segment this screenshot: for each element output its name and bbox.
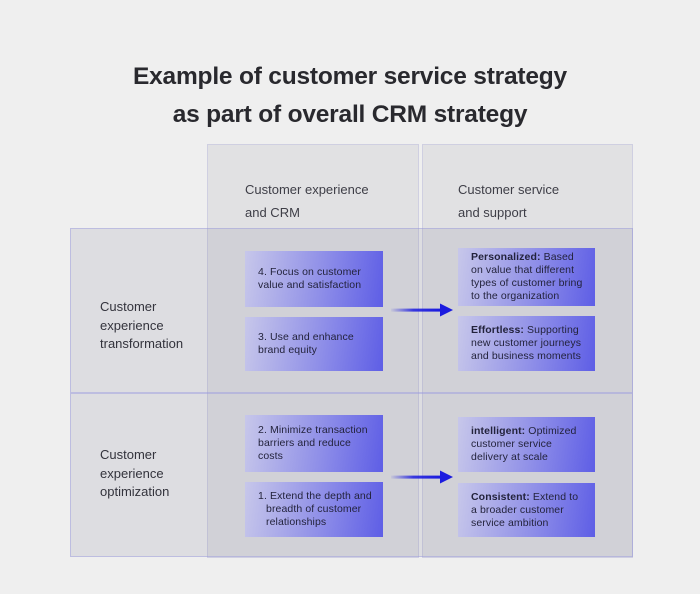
crm-box-3-text: 3. Use and enhance brand equity	[258, 331, 354, 356]
service-box-consistent-text: Consistent: Extend to a broader customer…	[471, 491, 585, 530]
column-header-service-support: Customer service and support	[458, 182, 560, 220]
crm-box-3: 3. Use and enhance brand equity	[245, 317, 383, 371]
service-box-intelligent: intelligent: Optimized customer service …	[458, 417, 595, 472]
crm-box-2-text: 2. Minimize transaction barriers and red…	[258, 424, 368, 462]
service-box-effortless-rest: Supporting new customer journeys and bus…	[471, 324, 582, 362]
row-label-transformation: Customer experience transformation	[100, 299, 184, 351]
service-box-consistent-prefix: Consistent:	[471, 490, 530, 503]
service-box-effortless-prefix: Effortless:	[471, 324, 525, 336]
service-box-consistent: Consistent: Extend to a broader customer…	[458, 483, 595, 537]
column-header-experience-crm: Customer experience and CRM	[245, 182, 369, 220]
service-box-personalized-rest: Based on value that different types of c…	[471, 251, 583, 302]
crm-box-1-text: 1. Extend the depth and breadth of custo…	[258, 490, 372, 528]
service-box-intelligent-text: intelligent: Optimized customer service …	[471, 425, 585, 464]
service-box-personalized-text: Personalized: Based on value that differ…	[471, 251, 585, 303]
crm-box-2: 2. Minimize transaction barriers and red…	[245, 415, 383, 472]
service-box-intelligent-rest: Optimized customer service delivery at s…	[471, 425, 577, 463]
crm-box-4: 4. Focus on customer value and satisfact…	[245, 251, 383, 307]
arrow-right-icon	[391, 303, 453, 317]
service-box-intelligent-prefix: intelligent:	[471, 425, 526, 437]
arrow-right-icon	[391, 470, 453, 484]
service-box-effortless: Effortless: Supporting new customer jour…	[458, 316, 595, 371]
service-box-effortless-text: Effortless: Supporting new customer jour…	[471, 324, 585, 363]
crm-box-1: 1. Extend the depth and breadth of custo…	[245, 482, 383, 537]
service-box-personalized: Personalized: Based on value that differ…	[458, 248, 595, 306]
service-box-personalized-prefix: Personalized:	[471, 251, 541, 263]
page-title: Example of customer service strategy as …	[132, 63, 567, 129]
row-label-optimization: Customer experience optimization	[100, 447, 170, 499]
service-box-consistent-rest: Extend to a broader customer service amb…	[471, 490, 579, 529]
crm-box-4-text: 4. Focus on customer value and satisfact…	[258, 266, 362, 291]
